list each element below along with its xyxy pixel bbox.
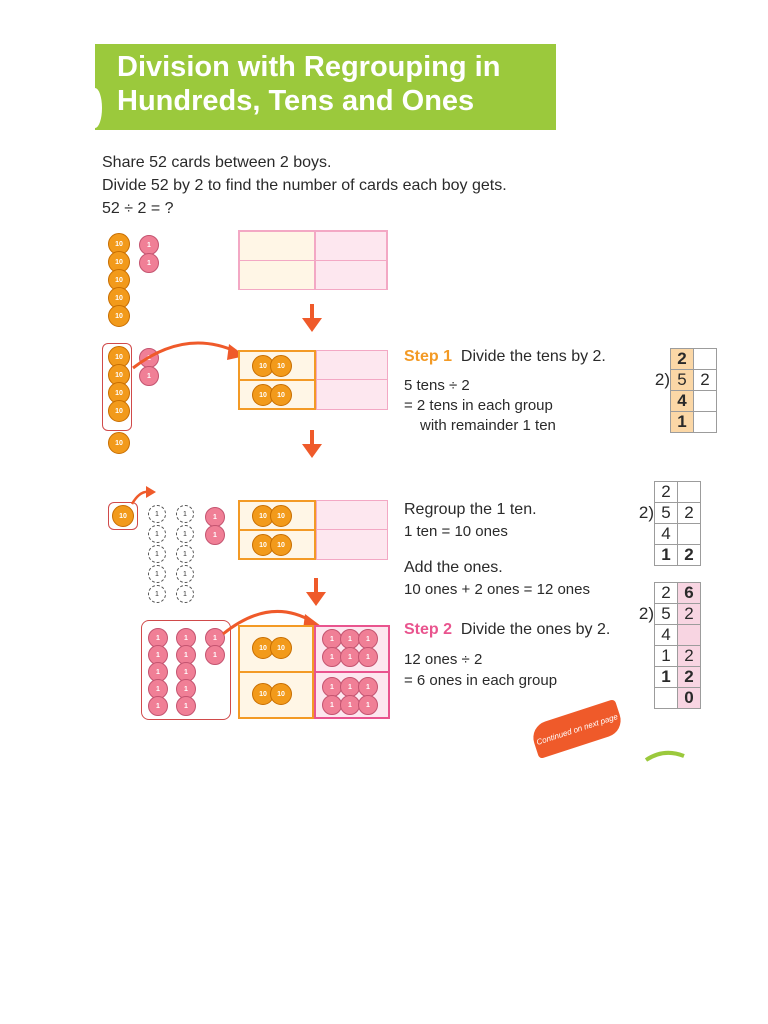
intro-line-2: Divide 52 by 2 to find the number of car… (102, 177, 507, 194)
dashed-one-coin: 1 (176, 545, 194, 563)
dashed-one-coin: 1 (176, 585, 194, 603)
dashed-one-coin: 1 (176, 505, 194, 523)
one-coin: 1 (148, 628, 168, 648)
step2-heading: Step 2 Divide the ones by 2. (404, 621, 610, 639)
arrow-down-icon (302, 430, 322, 458)
one-coin: 1 (358, 695, 378, 715)
continued-badge: Continued on next page (528, 698, 626, 760)
one-coin: 1 (358, 629, 378, 649)
one-coin: 1 (176, 696, 196, 716)
dashed-one-coin: 1 (148, 525, 166, 543)
step2-line-2: = 6 ones in each group (404, 672, 558, 689)
ten-coin: 10 (112, 505, 134, 527)
one-coin: 1 (148, 696, 168, 716)
one-coin: 1 (358, 677, 378, 697)
next-page-arrow-icon (644, 750, 685, 762)
step1-line-2: = 2 tens in each group (404, 397, 553, 414)
one-coin: 1 (205, 645, 225, 665)
ten-coin: 10 (270, 683, 292, 705)
step1-grid: 10 10 10 10 (238, 350, 388, 410)
one-coin: 1 (205, 628, 225, 648)
ten-coin: 10 (270, 384, 292, 406)
ten-coin: 10 (252, 384, 274, 406)
step2-grid: 10 10 10 10 1 1 1 1 1 1 1 1 1 1 1 1 (238, 625, 390, 719)
one-coin: 1 (139, 253, 159, 273)
ten-coin: 10 (270, 534, 292, 556)
step2-title: Divide the ones by 2. (460, 621, 611, 638)
step1-line-1: 5 tens ÷ 2 (404, 377, 470, 394)
step2-label: Step 2 (404, 621, 453, 638)
dashed-one-coin: 1 (176, 525, 194, 543)
continued-text: Continued on next page (535, 711, 619, 747)
title-banner (95, 44, 556, 130)
regroup-line-1: 1 ten = 10 ones (404, 523, 508, 540)
ten-coin: 10 (108, 305, 130, 327)
one-coin: 1 (139, 366, 159, 386)
empty-sharing-grid (238, 230, 388, 290)
one-coin: 1 (358, 647, 378, 667)
ten-coin: 10 (252, 534, 274, 556)
one-coin: 1 (322, 695, 342, 715)
add-ones-title: Add the ones. (404, 559, 503, 576)
ten-coin: 10 (270, 355, 292, 377)
banner-notch (88, 88, 102, 128)
regroup-grid: 10 10 10 10 (238, 500, 388, 560)
step1-line-3: with remainder 1 ten (420, 417, 556, 434)
arrow-down-icon (306, 578, 326, 606)
add-ones-line: 10 ones + 2 ones = 12 ones (404, 581, 590, 598)
one-coin: 1 (322, 677, 342, 697)
one-coin: 1 (322, 629, 342, 649)
dashed-one-coin: 1 (176, 565, 194, 583)
ones-group-outline (141, 620, 231, 720)
curved-arrow-icon (132, 341, 245, 370)
one-coin: 1 (205, 507, 225, 527)
one-coin: 1 (322, 647, 342, 667)
step1-title: Divide the tens by 2. (460, 348, 606, 365)
ten-coin: 10 (270, 505, 292, 527)
tens-group-outline (102, 343, 132, 431)
step1-heading: Step 1 Divide the tens by 2. (404, 348, 606, 366)
one-coin: 1 (205, 525, 225, 545)
dashed-one-coin: 1 (148, 545, 166, 563)
step2-line-1: 12 ones ÷ 2 (404, 651, 483, 668)
regroup-title: Regroup the 1 ten. (404, 501, 537, 518)
one-coin: 1 (340, 695, 360, 715)
intro-line-3: 52 ÷ 2 = ? (102, 200, 174, 217)
one-coin: 1 (340, 677, 360, 697)
ten-coin: 10 (270, 637, 292, 659)
intro-line-1: Share 52 cards between 2 boys. (102, 154, 332, 171)
one-coin: 1 (139, 235, 159, 255)
arrow-down-icon (302, 304, 322, 332)
one-coin: 1 (340, 629, 360, 649)
one-coin: 1 (340, 647, 360, 667)
dashed-one-coin: 1 (148, 585, 166, 603)
page-title: Division with Regrouping in Hundreds, Te… (117, 51, 501, 117)
dashed-one-coin: 1 (148, 505, 166, 523)
dashed-one-coin: 1 (148, 565, 166, 583)
one-coin: 1 (148, 662, 168, 682)
ten-coin: 10 (108, 432, 130, 454)
small-arrow-icon (130, 486, 156, 505)
regroup-ten-outline (108, 502, 138, 530)
ten-coin: 10 (108, 400, 130, 422)
step1-label: Step 1 (404, 348, 453, 365)
